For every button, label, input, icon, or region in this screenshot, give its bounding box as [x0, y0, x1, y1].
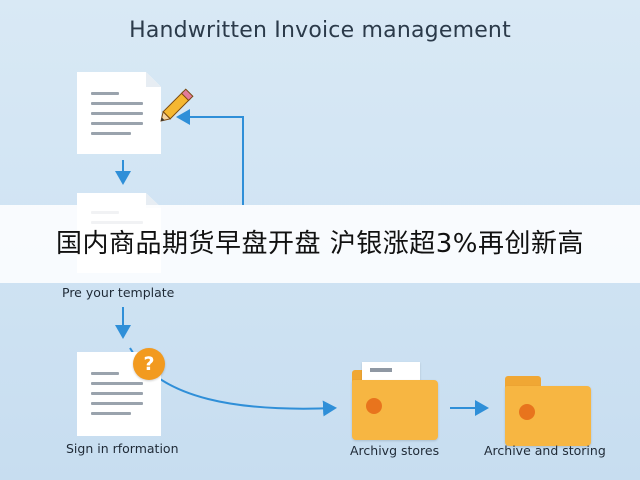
step-archive-stores-label: Archivg stores — [350, 443, 440, 458]
news-banner: 国内商品期货早盘开盘 沪银涨超3%再创新高 — [0, 205, 640, 283]
storage-folder-icon — [505, 376, 591, 446]
pencil-icon — [160, 88, 194, 122]
step-template-label: Pre your template — [62, 285, 175, 300]
invoice-document-icon — [77, 72, 161, 154]
news-banner-text: 国内商品期货早盘开盘 沪银涨超3%再创新高 — [55, 229, 584, 259]
archive-folder-icon — [352, 362, 438, 440]
step-sign-label: Sign in rformation — [66, 441, 179, 456]
step-archive-storing-label: Archive and storing — [484, 443, 606, 458]
arrow-feedback-loop — [176, 109, 244, 205]
question-icon: ? — [133, 348, 165, 380]
diagram-title: Handwritten Invoice management — [129, 18, 511, 43]
